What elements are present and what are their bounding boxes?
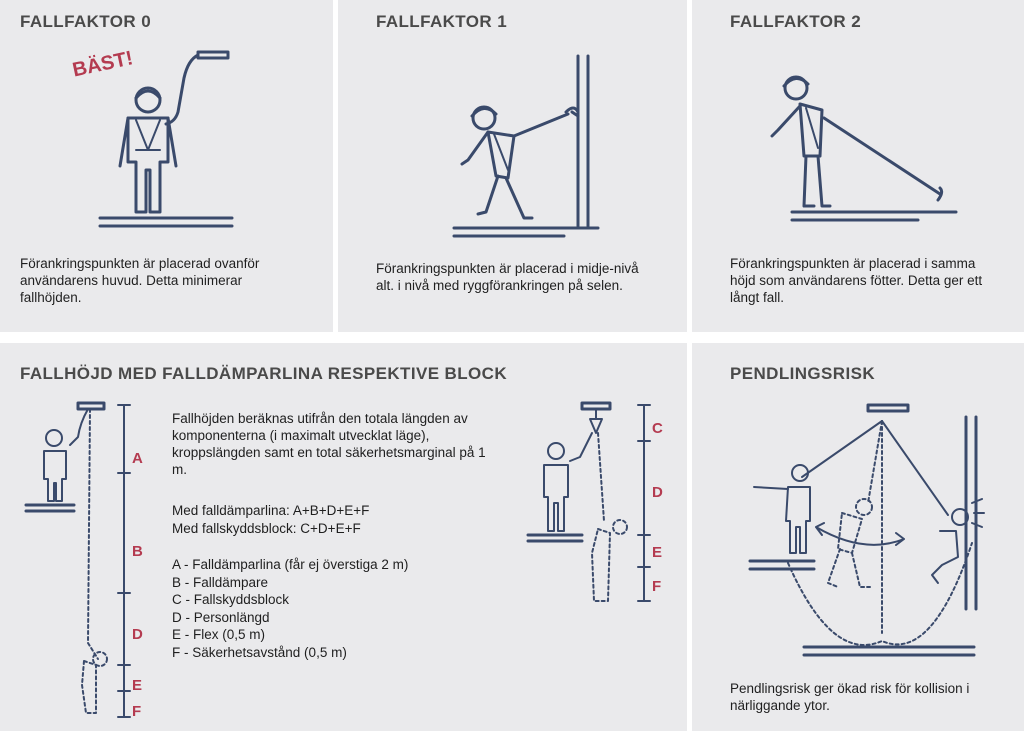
- letter-f: F: [132, 703, 141, 720]
- letter-a: A: [132, 450, 143, 467]
- fallfaktor-2-illustration: [770, 75, 958, 222]
- panel-description: Förankringspunkten är placerad ovanför a…: [20, 256, 260, 305]
- fallfaktor-1-illustration: [452, 54, 600, 238]
- legend-item: E - Flex (0,5 m): [172, 627, 266, 642]
- pendlingsrisk-illustration: [748, 403, 985, 657]
- fallhojd-formulas: Med falldämparlina: A+B+D+E+F Med fallsk…: [172, 502, 369, 537]
- worker-figure-swinging: [827, 498, 873, 588]
- worker-figure: [460, 105, 534, 220]
- panel-fallfaktor-0: FALLFAKTOR 0 BÄST! Förankringspunkten är…: [0, 0, 333, 332]
- panel-title: FALLFAKTOR 2: [730, 12, 862, 31]
- worker-figure: [118, 86, 178, 214]
- panel-title: FALLHÖJD MED FALLDÄMPARLINA RESPEKTIVE B…: [20, 364, 507, 383]
- panel-fallfaktor-2: FALLFAKTOR 2 Förankringspunkten är place…: [692, 0, 1024, 332]
- panel-description: Pendlingsrisk ger ökad risk för kollisio…: [730, 681, 970, 713]
- worker-figure-right-fallen: [591, 519, 628, 602]
- legend-item: C - Fallskyddsblock: [172, 592, 290, 607]
- formula-lanyard: Med falldämparlina: A+B+D+E+F: [172, 503, 370, 518]
- letter-d: D: [132, 626, 143, 643]
- legend-item: B - Falldämpare: [172, 574, 269, 590]
- letter-e-right: E: [652, 544, 662, 561]
- worker-figure-right: [543, 442, 569, 532]
- legend-item: D - Personlängd: [172, 609, 270, 625]
- letter-d-right: D: [652, 484, 663, 501]
- worker-figure-top: [43, 429, 67, 502]
- letter-f-right: F: [652, 578, 661, 595]
- worker-figure-left: [753, 464, 811, 554]
- letter-e: E: [132, 677, 142, 694]
- worker-figure-collision: [931, 498, 985, 584]
- formula-block: Med fallskyddsblock: C+D+E+F: [172, 520, 361, 536]
- panel-title: FALLFAKTOR 0: [20, 12, 152, 31]
- panel-title: FALLFAKTOR 1: [376, 12, 508, 31]
- panel-description: Förankringspunkten är placerad i samma h…: [730, 256, 983, 305]
- fallhojd-intro: Fallhöjden beräknas utifrån den totala l…: [172, 411, 486, 477]
- fallhojd-illustration: A B D E F C D E F: [24, 401, 663, 720]
- legend-item: F - Säkerhetsavstånd (0,5 m): [172, 644, 347, 660]
- letter-c: C: [652, 420, 663, 437]
- best-badge: BÄST!: [70, 46, 135, 81]
- panel-pendlingsrisk: PENDLINGSRISK: [692, 343, 1024, 731]
- panel-fallfaktor-1: FALLFAKTOR 1 Förankringspunkten är place…: [338, 0, 687, 332]
- legend-item: A - Falldämparlina (får ej överstiga 2 m…: [172, 557, 409, 572]
- panel-fallhojd: FALLHÖJD MED FALLDÄMPARLINA RESPEKTIVE B…: [0, 343, 687, 731]
- panel-title: PENDLINGSRISK: [730, 364, 875, 383]
- panel-description: Förankringspunkten är placerad i midje-n…: [376, 261, 639, 293]
- fallhojd-legend: A - Falldämparlina (får ej överstiga 2 m…: [172, 556, 408, 661]
- worker-figure-fallen: [81, 651, 108, 714]
- worker-figure: [770, 75, 832, 208]
- fallfaktor-0-illustration: BÄST!: [70, 46, 234, 228]
- letter-b: B: [132, 543, 143, 560]
